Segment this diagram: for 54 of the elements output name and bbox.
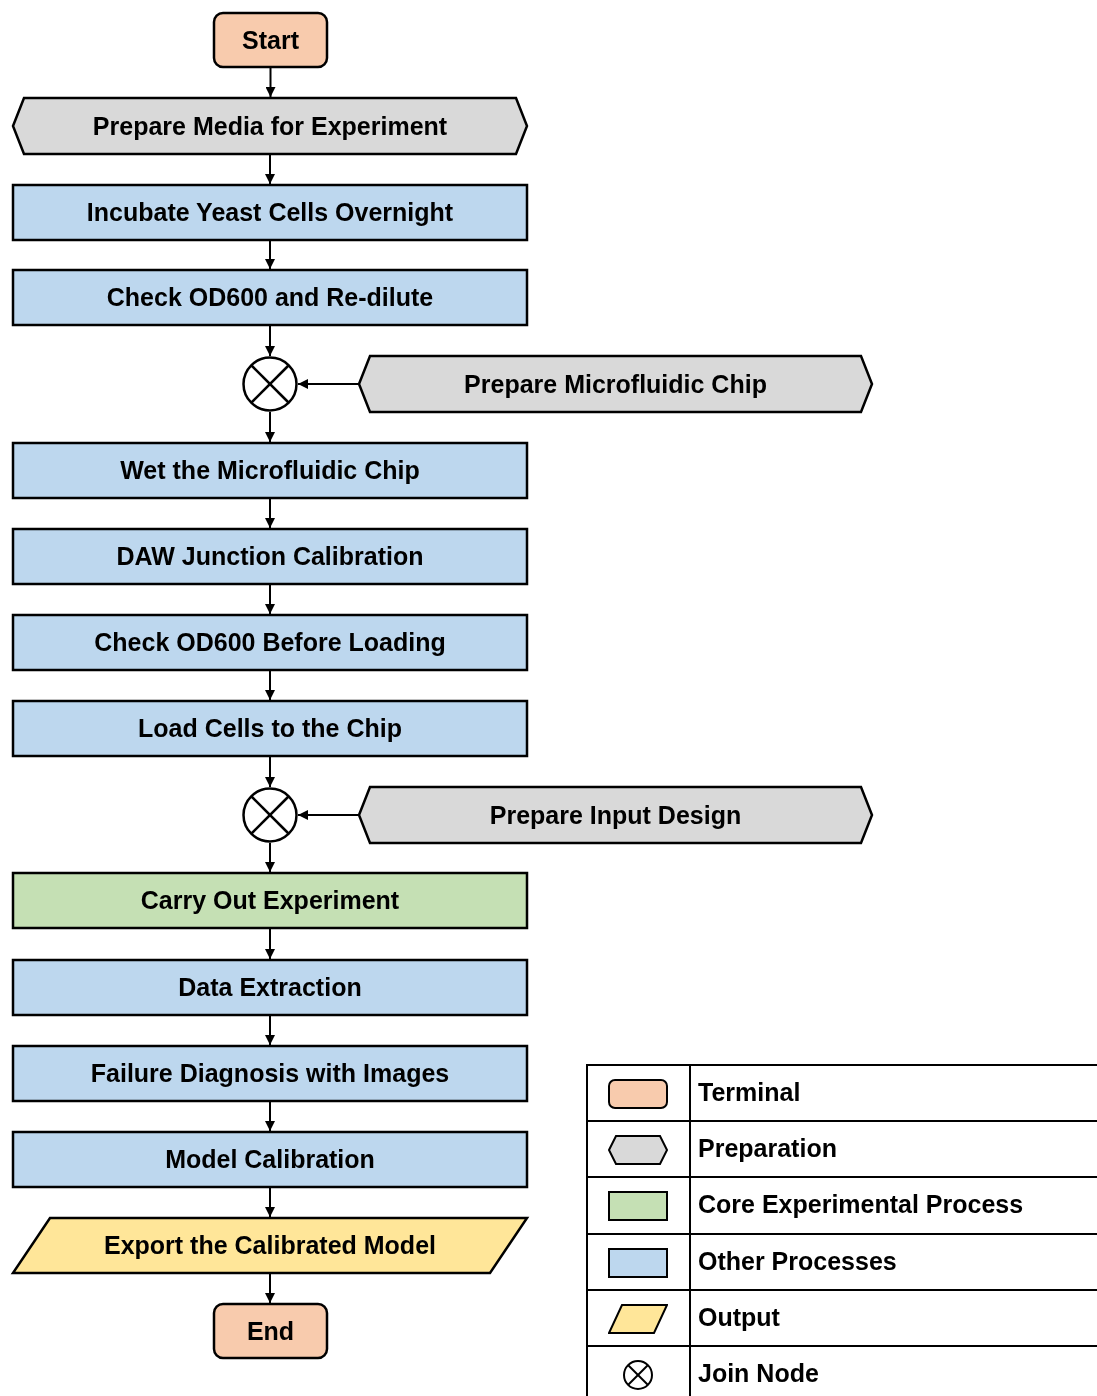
arrow	[265, 240, 275, 270]
node-label: DAW Junction Calibration	[116, 542, 424, 571]
legend-label: Terminal	[698, 1078, 801, 1107]
legend-label: Join Node	[698, 1359, 819, 1388]
node-label: End	[246, 1316, 295, 1346]
node-label: Model Calibration	[165, 1145, 375, 1174]
node-label: Carry Out Experiment	[140, 886, 400, 915]
process-box	[12, 528, 528, 585]
arrow	[265, 67, 276, 98]
node-label: Incubate Yeast Cells Overnight	[86, 198, 454, 227]
terminal-box	[213, 12, 328, 68]
node-label: Start	[242, 25, 299, 55]
legend-label: Core Experimental Process	[698, 1190, 1024, 1220]
node-label: Prepare Microfluidic Chip	[464, 369, 767, 399]
legend-label: Preparation	[698, 1134, 837, 1164]
process-box	[12, 959, 528, 1016]
arrow	[265, 1273, 275, 1304]
process-box	[12, 269, 528, 326]
process-box	[12, 1131, 528, 1188]
process-box	[12, 1045, 528, 1102]
process-box	[12, 614, 528, 671]
arrow	[265, 498, 275, 529]
node-label: Data Extraction	[178, 973, 362, 1002]
legend-label: Output	[698, 1302, 780, 1332]
node-label: Failure Diagnosis with Images	[90, 1059, 450, 1088]
arrow	[265, 670, 275, 701]
node-label: Prepare Input Design	[489, 800, 742, 830]
arrow	[265, 325, 275, 357]
node-label: Check OD600 and Re-dilute	[106, 283, 434, 312]
arrow	[265, 1187, 275, 1218]
process-box	[12, 184, 528, 241]
node-label: Wet the Microfluidic Chip	[120, 456, 420, 485]
arrow	[265, 411, 275, 443]
arrow	[265, 1015, 275, 1046]
join-node	[242, 787, 298, 843]
arrow	[297, 379, 359, 389]
process-box	[12, 442, 528, 499]
arrow	[297, 810, 359, 820]
arrow	[265, 842, 275, 873]
arrow	[265, 756, 275, 788]
node-label: Prepare Media for Experiment	[92, 111, 448, 141]
process-box	[12, 872, 528, 929]
arrow	[265, 154, 275, 185]
join-node	[242, 356, 298, 412]
arrow	[265, 1101, 275, 1132]
legend-label: Other Processes	[698, 1246, 897, 1276]
process-box	[12, 700, 528, 757]
arrow	[265, 584, 275, 615]
terminal-box	[213, 1303, 328, 1359]
arrow	[265, 928, 275, 960]
node-label: Export the Calibrated Model	[104, 1231, 436, 1260]
node-label: Load Cells to the Chip	[138, 714, 402, 743]
node-label: Check OD600 Before Loading	[94, 628, 446, 657]
output-parallelogram	[12, 1217, 528, 1274]
